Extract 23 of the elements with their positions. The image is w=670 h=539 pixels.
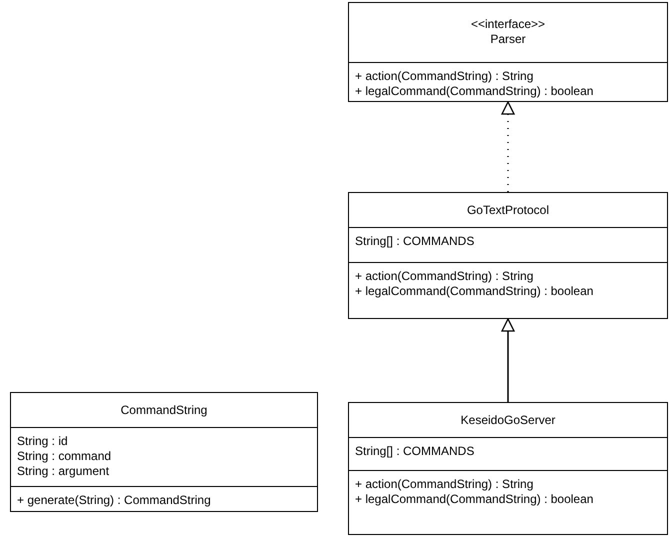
attribute-text: String : id: [17, 434, 69, 450]
method-text: + action(CommandString) : String: [355, 268, 534, 284]
class-name: Parser: [490, 32, 526, 48]
attribute-text: String : command: [17, 449, 112, 464]
method-text: + action(CommandString) : String: [355, 68, 534, 84]
attribute-text: String[] : COMMANDS: [355, 444, 476, 460]
realization-arrow: [501, 101, 515, 192]
attribute-text: String : argument: [17, 464, 110, 480]
class-name: CommandString: [120, 402, 208, 418]
method-text: + legalCommand(CommandString) : boolean: [355, 284, 594, 299]
method-text: + legalCommand(CommandString) : boolean: [355, 84, 594, 99]
class-name: GoTextProtocol: [466, 202, 550, 218]
method-text: + legalCommand(CommandString) : boolean: [355, 492, 594, 507]
attribute-text: String[] : COMMANDS: [355, 234, 476, 250]
class-name: KeseidoGoServer: [460, 412, 556, 428]
class-box: [10, 392, 318, 512]
method-text: + action(CommandString) : String: [355, 476, 534, 492]
inheritance-arrow: [501, 318, 515, 402]
class-box: [348, 192, 668, 319]
method-text: + generate(String) : CommandString: [17, 493, 212, 508]
class-box: [348, 2, 668, 102]
class-box: [348, 402, 668, 535]
stereotype-text: <<interface>>: [470, 17, 546, 32]
